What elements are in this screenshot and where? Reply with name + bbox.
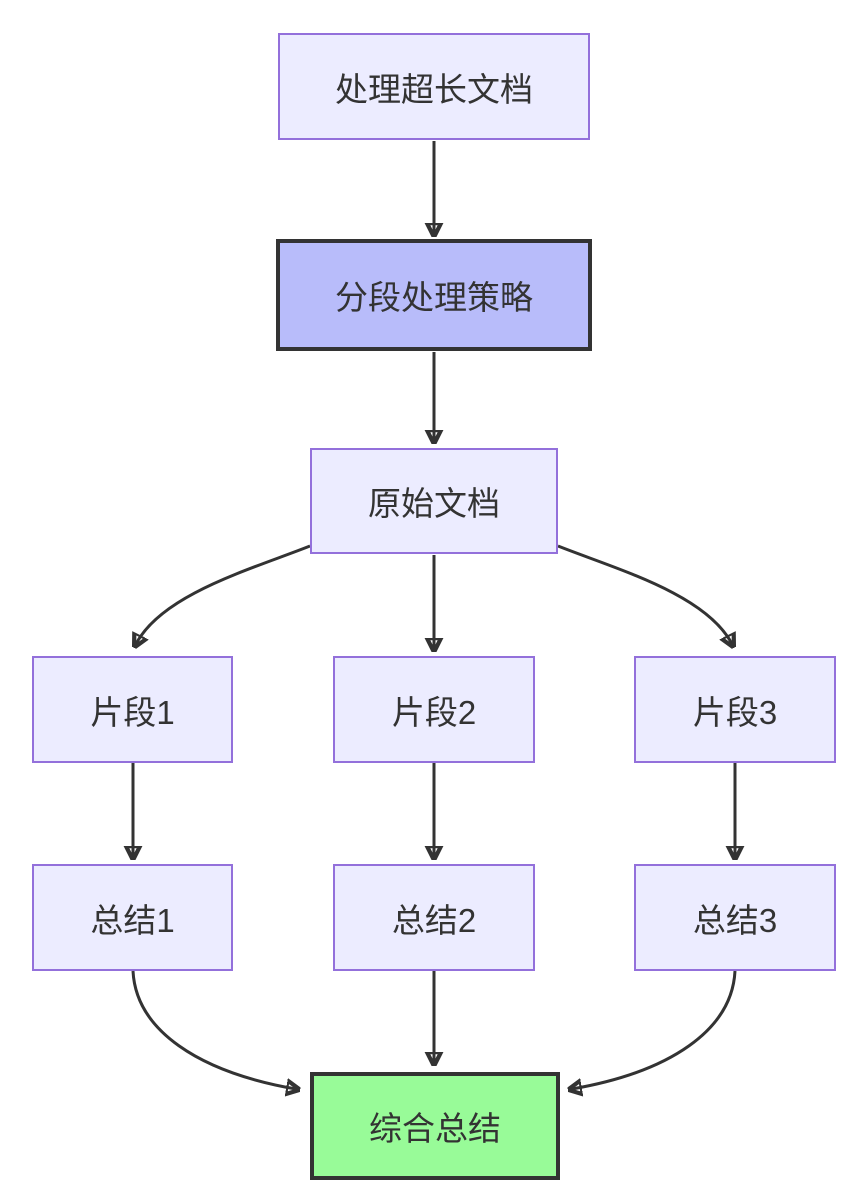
node-fragment-1-label: 片段1 bbox=[90, 693, 175, 731]
node-final-summary-label: 综合总结 bbox=[369, 1110, 501, 1147]
node-fragment-2-label: 片段2 bbox=[391, 693, 477, 731]
node-segmentation-strategy: 分段处理策略 bbox=[276, 239, 592, 351]
node-summary-2-label: 总结2 bbox=[391, 901, 477, 939]
node-fragment-1: 片段1 bbox=[32, 656, 233, 763]
node-original-doc: 原始文档 bbox=[310, 448, 558, 554]
node-fragment-3: 片段3 bbox=[634, 656, 836, 763]
node-summary-2: 总结2 bbox=[333, 864, 535, 971]
node-process-long-doc: 处理超长文档 bbox=[278, 33, 590, 140]
node-summary-1: 总结1 bbox=[32, 864, 233, 971]
node-process-long-doc-label: 处理超长文档 bbox=[335, 70, 533, 108]
node-summary-3: 总结3 bbox=[634, 864, 836, 971]
edge-source-to-fragment1 bbox=[136, 544, 311, 644]
node-segmentation-strategy-label: 分段处理策略 bbox=[335, 279, 533, 316]
node-original-doc-label: 原始文档 bbox=[368, 485, 500, 522]
node-fragment-2: 片段2 bbox=[333, 656, 535, 763]
node-final-summary: 综合总结 bbox=[310, 1072, 560, 1180]
node-fragment-3-label: 片段3 bbox=[692, 693, 778, 731]
node-summary-3-label: 总结3 bbox=[692, 901, 778, 939]
edge-summary3-to-final bbox=[572, 970, 737, 1089]
edge-source-to-fragment3 bbox=[557, 544, 732, 644]
edge-summary1-to-final bbox=[131, 970, 296, 1089]
node-summary-1-label: 总结1 bbox=[90, 901, 175, 939]
